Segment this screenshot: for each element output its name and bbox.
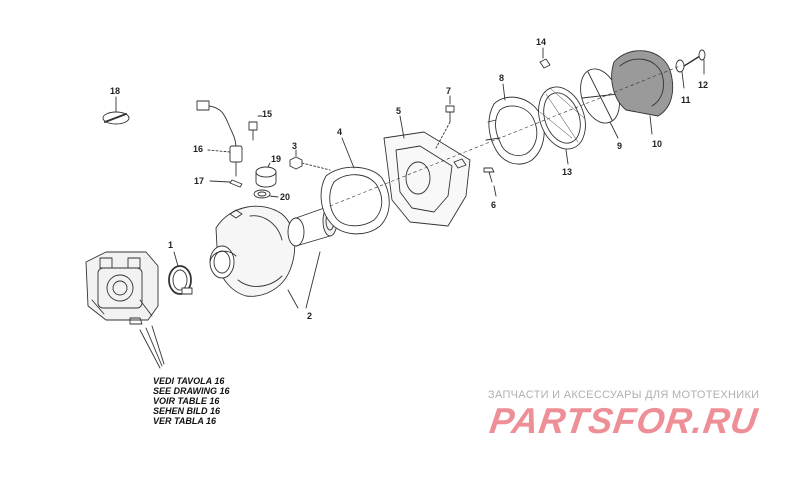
see-drawing-note: VEDI TAVOLA 16 SEE DRAWING 16 VOIR TABLE… [153, 376, 230, 426]
callout-12: 12 [698, 80, 709, 90]
callout-19: 19 [271, 154, 282, 164]
part-18-pin [102, 96, 130, 125]
watermark-subtitle: ЗАПЧАСТИ И АКСЕССУАРЫ ДЛЯ МОТОТЕХНИКИ [488, 389, 760, 401]
see-drawing-es: VER TABLA 16 [153, 416, 217, 426]
callout-9: 9 [617, 141, 623, 151]
part-14-clip [539, 47, 551, 69]
see-drawing-en: SEE DRAWING 16 [153, 386, 230, 396]
part-10-cover [611, 50, 674, 135]
part-8-frame [485, 83, 545, 165]
callout-6: 6 [491, 200, 497, 210]
part-11-12-knob [675, 49, 706, 89]
callout-18: 18 [110, 86, 121, 96]
part-1-clamp [168, 251, 193, 295]
part-13-filter [538, 86, 586, 165]
watermark-logo: PARTSFOR.RU [487, 400, 761, 441]
callout-13: 13 [562, 167, 573, 177]
part-4-gasket [320, 137, 390, 235]
callout-7: 7 [446, 86, 452, 96]
callout-14: 14 [536, 37, 547, 47]
part-7-bolt [435, 95, 455, 149]
part-2-housing [209, 205, 321, 309]
callout-15: 15 [262, 109, 273, 119]
callout-20: 20 [280, 192, 291, 202]
callout-4: 4 [337, 127, 343, 137]
callout-8: 8 [499, 73, 505, 83]
part-19-cap [255, 162, 277, 188]
part-17-clip [209, 179, 243, 188]
part-6-screw [483, 167, 497, 197]
part-15-screw [248, 115, 263, 141]
callout-11: 11 [681, 95, 691, 105]
part-16-sensor [196, 100, 243, 177]
see-drawing-de: SEHEN BILD 16 [153, 406, 221, 416]
callout-17: 17 [194, 176, 205, 186]
part-9-cage [580, 68, 620, 139]
assembly-axis [329, 65, 681, 207]
part-20-oring [253, 189, 279, 199]
callout-10: 10 [652, 139, 663, 149]
callout-1: 1 [168, 240, 174, 250]
part-3-nut [289, 149, 331, 171]
callout-3: 3 [292, 141, 298, 151]
callout-5: 5 [396, 106, 402, 116]
part-5-box [383, 115, 471, 227]
see-drawing-fr: VOIR TABLE 16 [153, 396, 220, 406]
see-drawing-it: VEDI TAVOLA 16 [153, 376, 225, 386]
callout-16: 16 [193, 144, 204, 154]
throttle-body [85, 251, 159, 325]
callout-2: 2 [307, 311, 313, 321]
see-drawing-pointers [139, 325, 165, 369]
